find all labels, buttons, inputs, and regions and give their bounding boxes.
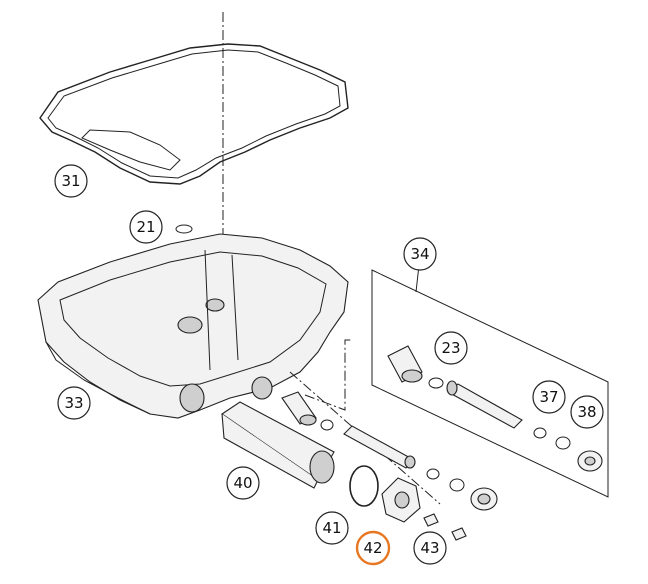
callout-43[interactable]: 43 — [413, 531, 447, 565]
callout-42-label: 42 — [363, 539, 382, 557]
o-ring-38[interactable] — [555, 436, 571, 450]
o-ring-small-d[interactable] — [449, 478, 465, 492]
callout-21-label: 21 — [136, 218, 155, 236]
callout-21[interactable]: 21 — [129, 210, 163, 244]
strainer-shaft-lower[interactable] — [343, 425, 416, 469]
filter-cover-42[interactable] — [381, 477, 421, 523]
callout-34-label: 34 — [410, 245, 429, 263]
callout-41-label: 41 — [322, 519, 341, 537]
screw-43a[interactable] — [423, 513, 439, 527]
callout-38-label: 38 — [577, 403, 596, 421]
callout-42[interactable]: 42 — [355, 530, 391, 566]
oil-pan[interactable] — [37, 233, 349, 419]
callout-31[interactable]: 31 — [54, 164, 88, 198]
plug-lower[interactable] — [470, 487, 498, 511]
callout-40[interactable]: 40 — [226, 466, 260, 500]
callout-23-label: 23 — [441, 339, 460, 357]
o-ring-small-c[interactable] — [426, 468, 440, 480]
callout-40-label: 40 — [233, 474, 252, 492]
callout-23[interactable]: 23 — [434, 331, 468, 365]
screw-43b[interactable] — [451, 527, 467, 541]
oil-pan-gasket[interactable] — [39, 43, 349, 185]
callout-41[interactable]: 41 — [315, 511, 349, 545]
o-ring-large-41[interactable] — [349, 465, 379, 507]
o-ring-21[interactable] — [175, 224, 193, 234]
o-ring-small-a[interactable] — [428, 377, 444, 389]
filter-cartridge-40[interactable] — [221, 401, 335, 489]
o-ring-small-b[interactable] — [320, 419, 334, 431]
filter-insert-small[interactable] — [281, 391, 317, 426]
callout-31-label: 31 — [61, 172, 80, 190]
callout-37[interactable]: 37 — [532, 380, 566, 414]
callout-33-label: 33 — [64, 394, 83, 412]
callout-33[interactable]: 33 — [57, 386, 91, 420]
callout-38[interactable]: 38 — [570, 395, 604, 429]
callout-37-label: 37 — [539, 388, 558, 406]
axis-line-strainer — [304, 339, 352, 411]
callout-34[interactable]: 34 — [403, 237, 437, 271]
filter-insert-23[interactable] — [387, 345, 423, 383]
plug-38[interactable] — [577, 450, 603, 472]
strainer-shaft-upper[interactable] — [446, 380, 523, 429]
callout-43-label: 43 — [420, 539, 439, 557]
o-ring-37[interactable] — [533, 427, 547, 439]
